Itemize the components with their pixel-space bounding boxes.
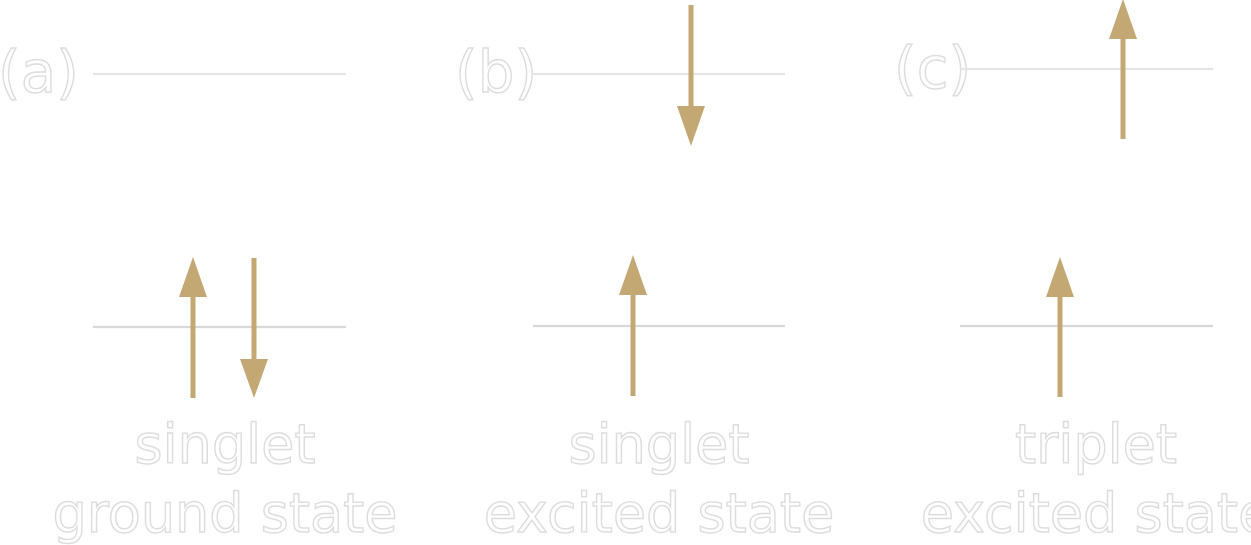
panel-a-spin-down-head (240, 359, 268, 398)
panel-c: (c) triplet excited state (893, 0, 1251, 545)
panel-b-label: (b) (455, 38, 537, 106)
panel-b-spin-up-head (619, 255, 647, 295)
panel-b-spin-up-arrow-icon (619, 255, 647, 396)
panel-a-spin-up-arrow-icon (179, 257, 207, 398)
panel-b-caption-line1: singlet (568, 413, 749, 476)
panel-b-spin-down-head (677, 106, 705, 146)
panel-a-caption-line1: singlet (134, 413, 315, 476)
panel-c-caption-line1: triplet (1015, 413, 1177, 476)
panel-a-label: (a) (0, 38, 79, 106)
panel-c-upper-spin-up-head (1109, 0, 1137, 39)
panel-c-upper-spin-up-arrow-icon (1109, 0, 1137, 139)
panel-c-caption-line2: excited state (921, 482, 1251, 545)
panel-a-spin-up-head (179, 257, 207, 297)
panel-c-lower-spin-up-head (1046, 257, 1074, 297)
panel-b: (b) singlet excited state (454, 5, 835, 545)
panel-b-spin-down-arrow-icon (677, 5, 705, 146)
panel-a: (a) singlet ground state (0, 37, 398, 545)
panel-a-spin-down-arrow-icon (240, 258, 268, 398)
panel-b-caption-line2: excited state (484, 482, 835, 545)
panel-c-lower-spin-up-arrow-icon (1046, 257, 1074, 397)
panel-a-caption-line2: ground state (52, 482, 397, 545)
panel-c-label: (c) (894, 34, 971, 102)
